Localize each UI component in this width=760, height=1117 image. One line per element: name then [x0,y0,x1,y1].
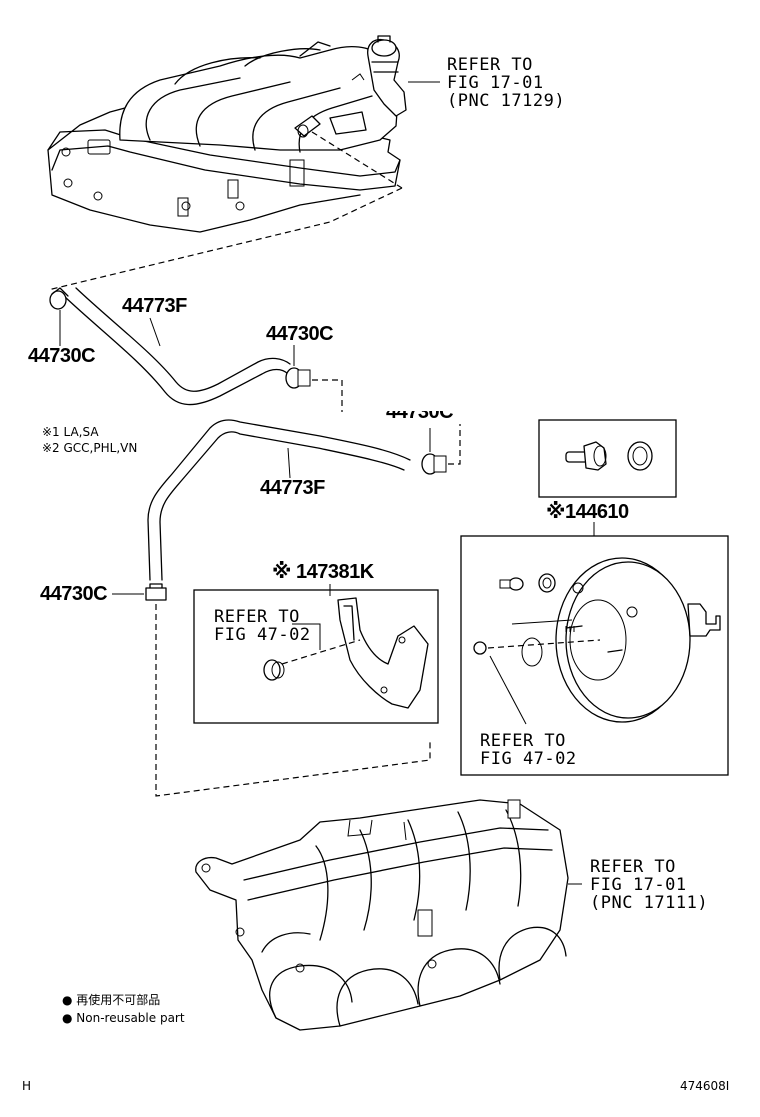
leader-bracket-ref [292,623,321,650]
upper-intake-manifold [47,35,407,233]
ref-bottom-line2: FIG 17-01 [590,875,687,895]
bracket-part [337,597,429,709]
dash-upper-to-clamp [47,187,403,291]
ref-booster-line1: REFER TO [480,731,566,751]
hose-upper [63,287,291,406]
ref-booster-line2: FIG 47-02 [480,749,577,769]
pn-hose-upper: 44773F [122,295,187,317]
pn-bracket: ※ 147381K [272,561,375,583]
ref-top-line3: (PNC 17129) [447,91,565,111]
dash-booster [487,639,601,649]
check-valve-box [538,419,677,498]
hose-lower [147,419,411,581]
booster-check-valve [499,573,556,593]
legend-cn: ● 再使用不可部品 [62,992,160,1007]
pn-clamp-lower-left: 44730C [40,583,107,605]
ref-top-line1: REFER TO [447,55,533,75]
bracket-box [193,589,439,724]
ref-bracket-line2: FIG 47-02 [214,625,311,645]
ref-bottom-line3: (PNC 17111) [590,893,708,913]
note-variant-2: ※2 GCC,PHL,VN [42,441,137,455]
pn-hose-lower: 44773F [260,477,325,499]
pn-booster: ※144610 [546,501,629,523]
figure-id: 474608I [680,1079,729,1093]
ref-bottom-line1: REFER TO [590,857,676,877]
clamp-left [49,287,69,310]
booster-gasket [521,637,543,667]
leader-booster-ref [489,655,527,725]
footer-left-code: H [22,1079,31,1093]
legend-en: ● Non-reusable part [62,1011,185,1025]
pn-clamp-right-upper: 44730C [266,323,333,345]
clamp-right-upper [285,367,311,389]
dash-bracket [281,639,361,665]
lower-intake-manifold [195,799,569,1031]
dash-clamp-right [312,379,343,412]
pn-clamp-left: 44730C [28,345,95,367]
note-variant-1: ※1 LA,SA [42,425,99,439]
bracket-bushing [263,659,285,681]
dash-lower-to-manifold [155,604,431,797]
leader-hose-lower [287,447,291,479]
dash-clamp-right-lower [448,424,461,465]
dash-nipple [311,131,403,189]
ref-top-line2: FIG 17-01 [447,73,544,93]
ref-bracket-line1: REFER TO [214,607,300,627]
clamp-lower-left [145,583,167,601]
leader-booster-stud [511,619,573,625]
clamp-right-lower [421,453,447,475]
booster-nut [473,641,487,655]
pn-clamp-right-lower: 44730C [386,401,453,423]
brake-booster [555,557,721,723]
booster-box [460,535,729,776]
leader-hose-upper [149,317,161,347]
vsv-actuator [367,35,407,117]
check-valve-inset [565,441,653,471]
